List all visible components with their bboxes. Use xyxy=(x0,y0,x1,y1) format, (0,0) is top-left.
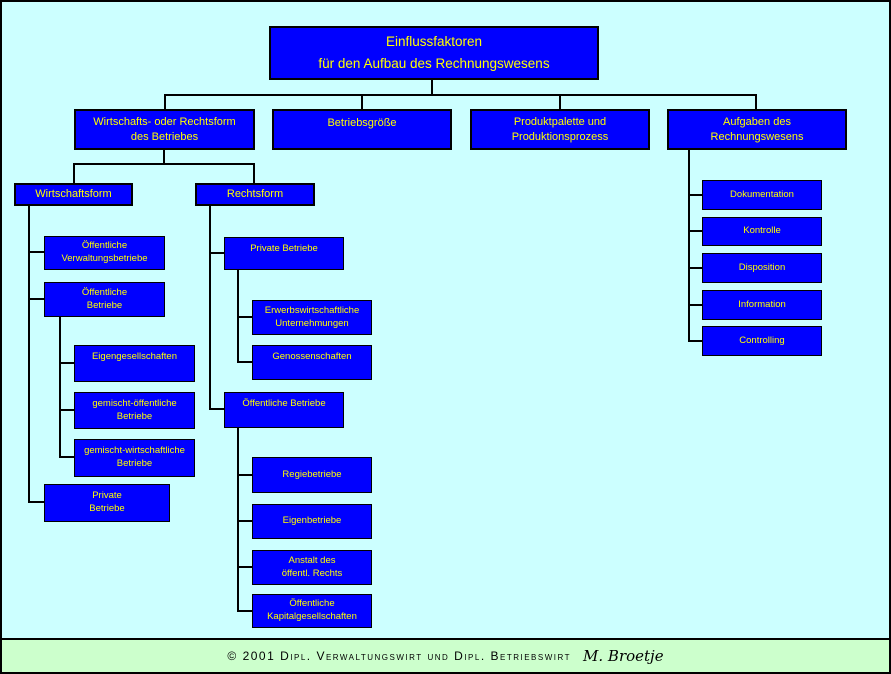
connector-line xyxy=(73,163,75,183)
node-disposition: Disposition xyxy=(702,253,822,283)
node-regiebetriebe: Regiebetriebe xyxy=(252,457,372,493)
connector-line xyxy=(237,474,252,476)
connector-line xyxy=(559,94,561,109)
node-gemischt-oeffentliche-betriebe: gemischt-öffentliche Betriebe xyxy=(74,392,195,429)
connector-line xyxy=(253,163,255,183)
node-genossenschaften: Genossenschaften xyxy=(252,345,372,380)
connector-line xyxy=(688,194,702,196)
node-produktpalette: Produktpalette und Produktionsprozess xyxy=(470,109,650,150)
node-anstalt-oeffentl-rechts: Anstalt des öffentl. Rechts xyxy=(252,550,372,585)
node-oeffentliche-verwaltungsbetriebe: Öffentliche Verwaltungsbetriebe xyxy=(44,236,165,270)
connector-line xyxy=(59,456,74,458)
connector-line xyxy=(237,566,252,568)
node-einflussfaktoren: Einflussfaktoren für den Aufbau des Rech… xyxy=(269,26,599,80)
connector-line xyxy=(431,80,433,96)
connector-line xyxy=(28,298,44,300)
node-betriebsgroesse: Betriebsgröße xyxy=(272,109,452,150)
node-eigengesellschaften: Eigengesellschaften xyxy=(74,345,195,382)
connector-line xyxy=(688,304,702,306)
node-erwerbswirtschaftliche-unternehmungen: Erwerbswirtschaftliche Unternehmungen xyxy=(252,300,372,335)
connector-line xyxy=(28,206,30,503)
connector-line xyxy=(209,408,224,410)
node-kontrolle: Kontrolle xyxy=(702,217,822,246)
connector-line xyxy=(237,610,252,612)
node-eigenbetriebe: Eigenbetriebe xyxy=(252,504,372,539)
node-private-betriebe-wirtschaftsform: Private Betriebe xyxy=(44,484,170,522)
node-gemischt-wirtschaftliche-betriebe: gemischt-wirtschaftliche Betriebe xyxy=(74,439,195,477)
connector-line xyxy=(164,94,166,109)
footer: © 2001 Dipl. Verwaltungswirt und Dipl. B… xyxy=(2,638,889,672)
connector-line xyxy=(688,267,702,269)
connector-line xyxy=(361,94,363,109)
node-oeffentliche-kapitalgesellschaften: Öffentliche Kapitalgesellschaften xyxy=(252,594,372,628)
connector-line xyxy=(28,501,44,503)
connector-line xyxy=(237,361,252,363)
connector-line xyxy=(59,409,74,411)
connector-line xyxy=(237,316,252,318)
connector-line xyxy=(163,150,165,165)
author-signature: M. Broetje xyxy=(583,647,664,665)
connector-line xyxy=(755,94,757,109)
node-dokumentation: Dokumentation xyxy=(702,180,822,210)
node-private-betriebe-rechtsform: Private Betriebe xyxy=(224,237,344,270)
connector-line xyxy=(59,362,74,364)
connector-line xyxy=(209,206,211,410)
node-oeffentliche-betriebe-wirtschaftsform: Öffentliche Betriebe xyxy=(44,282,165,317)
node-wirtschaftsform: Wirtschaftsform xyxy=(14,183,133,206)
connector-line xyxy=(688,150,690,342)
node-controlling: Controlling xyxy=(702,326,822,356)
connector-line xyxy=(688,340,702,342)
connector-line xyxy=(73,163,255,165)
copyright-text: © 2001 Dipl. Verwaltungswirt und Dipl. B… xyxy=(227,649,572,663)
connector-line xyxy=(28,251,44,253)
connector-line xyxy=(688,230,702,232)
node-rechtsform: Rechtsform xyxy=(195,183,315,206)
connector-line xyxy=(237,520,252,522)
node-aufgaben-rechnungswesen: Aufgaben des Rechnungswesens xyxy=(667,109,847,150)
node-oeffentliche-betriebe-rechtsform: Öffentliche Betriebe xyxy=(224,392,344,428)
connector-line xyxy=(59,317,61,458)
node-wirtschafts-oder-rechtsform: Wirtschafts- oder Rechtsform des Betrieb… xyxy=(74,109,255,150)
node-information: Information xyxy=(702,290,822,320)
connector-line xyxy=(164,94,757,96)
connector-line xyxy=(209,252,224,254)
